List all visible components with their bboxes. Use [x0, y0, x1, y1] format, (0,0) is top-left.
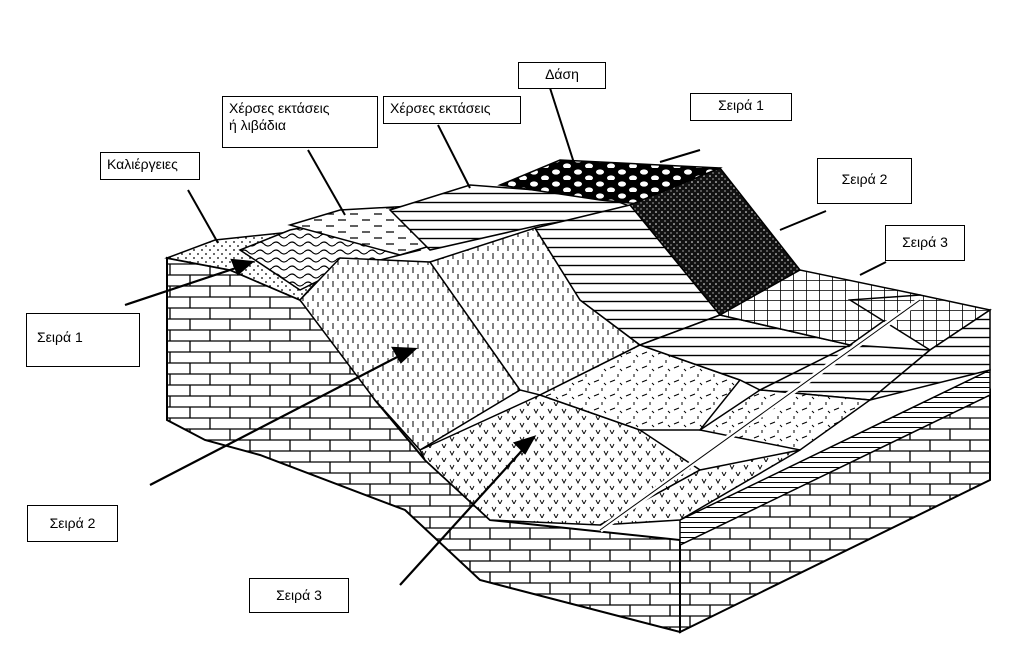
label-xerses-livadia: Χέρσες εκτάσεις ή λιβάδια: [222, 96, 378, 148]
terrace-grass-right: [599, 449, 801, 526]
label-kalliergeies: Καλιέργειες: [100, 152, 200, 180]
leader-lines: [187, 87, 887, 276]
row-arrows: [124, 258, 537, 586]
label-xerses: Χέρσες εκτάσεις: [383, 96, 521, 124]
label-seira1-left: Σειρά 1: [26, 313, 140, 367]
label-seira2-right: Σειρά 2: [817, 158, 912, 204]
field-ticks: [538, 344, 742, 431]
terrace-far-right: [869, 308, 991, 401]
front-stratum: [679, 368, 991, 547]
label-seira1-right: Σειρά 1: [690, 93, 792, 121]
label-dasi: Δάση: [518, 62, 606, 89]
label-seira3-left: Σειρά 3: [249, 578, 349, 613]
label-seira3-right: Σειρά 3: [885, 225, 965, 261]
channel-edge: [599, 299, 921, 531]
label-seira2-left: Σειρά 2: [27, 505, 118, 542]
